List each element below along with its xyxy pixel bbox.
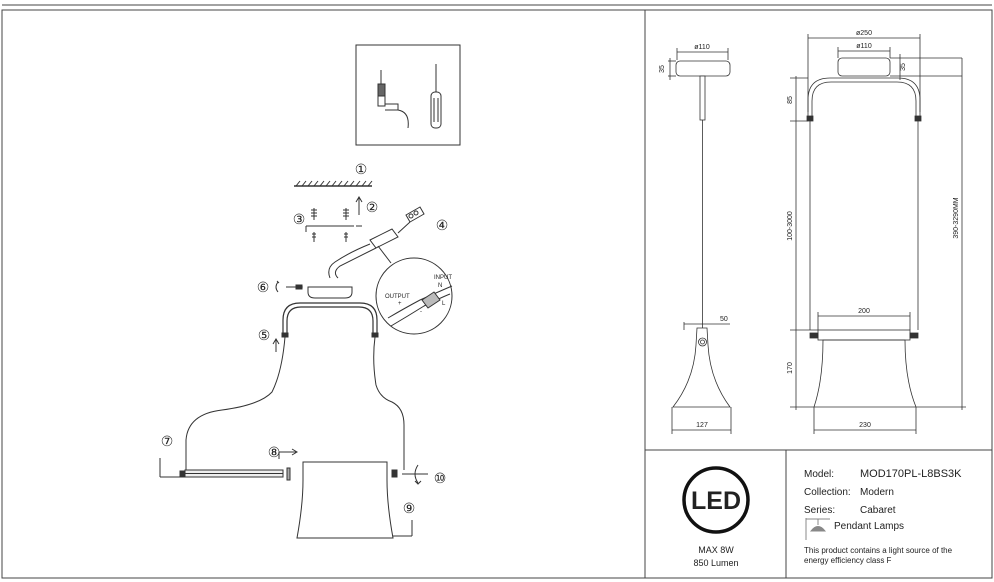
front-view-labels: ø250 ø110 35 85 100-3000 390-3290MM 200 … (787, 30, 960, 429)
light-bar (179, 467, 398, 481)
side-head-width: 50 (720, 316, 728, 323)
input-label: INPUT (434, 275, 452, 281)
arrow-up-icon (272, 338, 280, 352)
series-value: Cabaret (860, 505, 896, 516)
side-shade-bottom: 127 (696, 422, 708, 429)
step-5-label: ⑤ (258, 327, 271, 343)
screw-rotate-icon (275, 280, 304, 293)
step-3-label: ③ (293, 211, 306, 227)
output-plus-label: + (398, 301, 402, 307)
mounting-bracket (305, 208, 362, 242)
step-9-label: ⑨ (403, 500, 416, 516)
step-6-label: ⑥ (257, 279, 270, 295)
step-4-label: ④ (436, 217, 449, 233)
connector-labels: INPUT N L OUTPUT + - (385, 275, 452, 315)
input-l-label: L (442, 301, 446, 307)
product-info: Model: MOD170PL-L8BS3K Collection: Moder… (804, 468, 962, 565)
output-label: OUTPUT (385, 294, 410, 300)
output-minus-label: - (420, 309, 422, 315)
front-overall-height: 390-3290MM (953, 197, 960, 238)
side-view-labels: ø110 35 50 127 (659, 44, 728, 429)
arrow-up-icon (355, 196, 363, 215)
ceiling-icon (294, 180, 373, 187)
suspension-cables (185, 336, 405, 470)
front-bar-width: 200 (858, 308, 870, 315)
side-view (668, 48, 732, 434)
side-canopy-height: 35 (659, 65, 666, 73)
collection-value: Modern (860, 487, 894, 498)
rotate-icon (402, 464, 428, 485)
pendant-lamp-icon (805, 518, 830, 540)
led-logo-text: LED (691, 487, 741, 515)
energy-note-line2: energy efficiency class F (804, 556, 892, 565)
tools-icon (355, 44, 461, 146)
step-10-label: ⑩ (434, 470, 447, 486)
step-1-label: ① (355, 161, 368, 177)
assembly-diagram (159, 44, 461, 539)
driver-icon (328, 206, 425, 279)
step-8-label: ⑧ (268, 444, 281, 460)
arrow-right-icon (278, 448, 298, 459)
collection-label: Collection: (804, 487, 851, 498)
front-view (790, 34, 966, 434)
type-value: Pendant Lamps (834, 521, 904, 532)
front-canopy-height: 35 (900, 63, 907, 71)
step-7-label: ⑦ (161, 433, 174, 449)
step-labels: ① ② ③ ④ ⑤ ⑥ ⑦ ⑧ ⑨ ⑩ (161, 161, 449, 516)
model-value: MOD170PL-L8BS3K (860, 468, 962, 480)
front-cable-length: 100-3000 (787, 211, 794, 241)
frame-arch (281, 302, 379, 338)
series-label: Series: (804, 505, 835, 516)
front-frame-height: 85 (787, 96, 794, 104)
led-logo-ring (682, 466, 750, 534)
shade-icon (296, 461, 394, 539)
led-power: MAX 8W (698, 545, 734, 555)
front-canopy-diameter: ø110 (856, 43, 872, 50)
step-2-label: ② (366, 199, 379, 215)
side-canopy-diameter: ø110 (694, 44, 710, 51)
energy-note-line1: This product contains a light source of … (804, 546, 953, 555)
front-overall-width: ø250 (856, 30, 872, 37)
led-lumen: 850 Lumen (693, 558, 738, 568)
led-badge: LED MAX 8W 850 Lumen (682, 466, 750, 568)
model-label: Model: (804, 469, 834, 480)
connector-detail-callout (375, 245, 453, 335)
front-shade-bottom: 230 (859, 422, 871, 429)
outer-frame (1, 9, 993, 579)
input-n-label: N (438, 283, 442, 289)
front-shade-height: 170 (787, 362, 794, 374)
canopy-icon (307, 286, 353, 299)
